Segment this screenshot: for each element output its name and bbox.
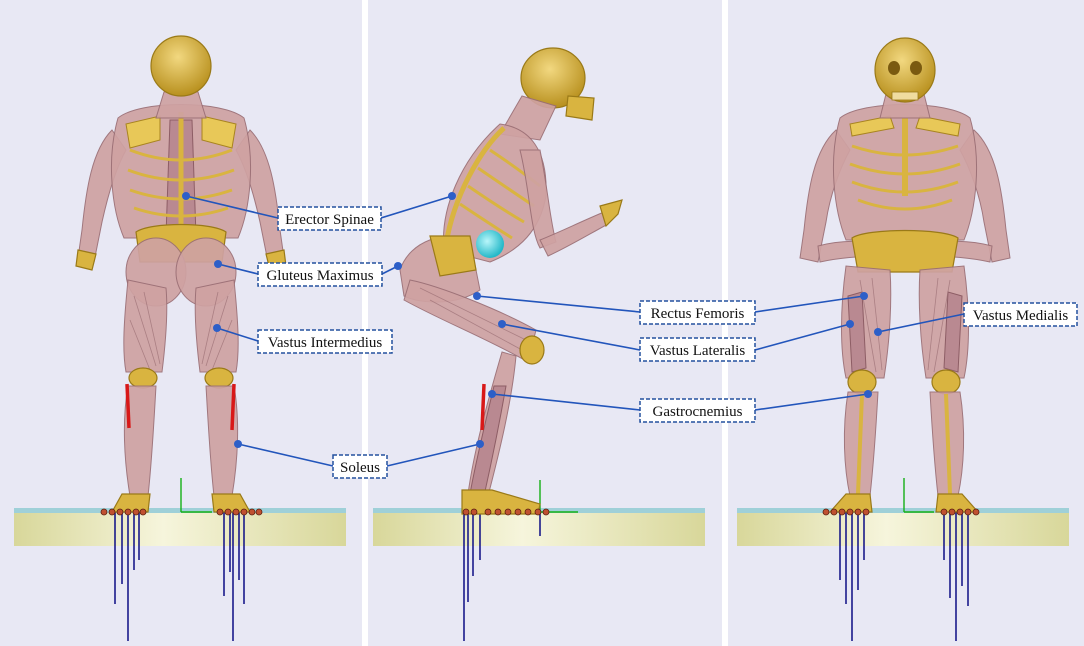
label-gastrocnemius: Gastrocnemius — [639, 398, 756, 423]
label-vastus-lateralis: Vastus Lateralis — [639, 337, 756, 362]
label-rectus-femoris: Rectus Femoris — [639, 300, 756, 325]
label-vastus-medialis: Vastus Medialis — [963, 302, 1078, 327]
center-of-mass-marker-lateral — [476, 230, 504, 258]
force-vectors-anterior — [839, 512, 969, 641]
body-lateral — [399, 47, 623, 515]
leader-lines — [185, 195, 965, 467]
force-vectors-lateral — [463, 512, 541, 641]
label-erector-spinae: Erector Spinae — [277, 206, 382, 231]
label-vastus-intermedius-text: Vastus Intermedius — [268, 335, 383, 351]
label-gastrocnemius-text: Gastrocnemius — [653, 404, 743, 420]
body-anterior — [799, 37, 1011, 513]
label-gluteus-maximus-text: Gluteus Maximus — [266, 268, 373, 284]
anterior-view — [737, 37, 1069, 641]
label-vastus-lateralis-text: Vastus Lateralis — [650, 343, 746, 359]
label-soleus-text: Soleus — [340, 460, 380, 476]
label-rectus-femoris-text: Rectus Femoris — [651, 306, 745, 322]
label-gluteus-maximus: Gluteus Maximus — [257, 262, 383, 287]
axis-triad-anterior — [903, 478, 934, 513]
highlight-muscle-right — [230, 383, 236, 431]
label-vastus-intermedius: Vastus Intermedius — [257, 329, 393, 354]
force-plate-posterior — [14, 508, 346, 546]
body-posterior — [75, 35, 287, 513]
axis-triad-posterior — [180, 478, 212, 513]
label-soleus: Soleus — [332, 454, 388, 479]
highlight-muscle-lateral — [480, 383, 486, 431]
contact-points-lateral — [462, 508, 550, 516]
contact-points-anterior — [822, 508, 980, 516]
force-vectors-posterior — [114, 512, 245, 641]
leader-dots — [182, 192, 882, 448]
force-plate-anterior — [737, 508, 1069, 546]
highlight-muscle-left — [125, 383, 131, 429]
posterior-view — [14, 35, 346, 641]
lateral-view — [373, 47, 705, 641]
label-erector-spinae-text: Erector Spinae — [285, 212, 374, 228]
contact-points-posterior — [100, 508, 263, 516]
label-vastus-medialis-text: Vastus Medialis — [973, 308, 1069, 324]
